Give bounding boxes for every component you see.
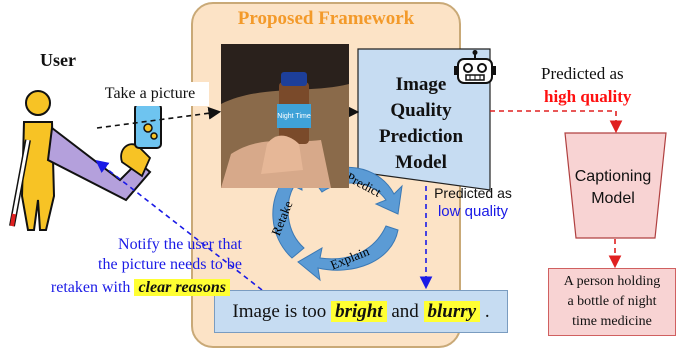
quality-model-box: [357, 48, 491, 191]
caption-line2: a bottle of night: [567, 294, 657, 309]
predicted-high-label: Predicted as: [541, 64, 624, 83]
captioning-line1: Captioning: [574, 168, 652, 185]
quality-model-line1: Image: [395, 74, 447, 95]
notify-highlight: clear reasons: [134, 279, 230, 296]
user-title: User: [40, 50, 76, 70]
high-quality-arrow: [490, 110, 623, 134]
captioning-model-label: Captioning Model: [567, 166, 659, 210]
explain-arrow: [297, 225, 399, 282]
notify-line1: Notify the user that: [118, 236, 242, 253]
notify-line2: the picture needs to be: [98, 256, 242, 273]
low-quality-label: low quality: [437, 203, 509, 220]
photo-content: Night Time: [221, 44, 349, 188]
feedback-word-blurry: blurry: [423, 301, 481, 322]
quality-model-line3: Prediction: [378, 126, 464, 147]
notify-user-arrow: [95, 160, 263, 291]
bottle-label: Night Time: [277, 113, 311, 120]
high-quality-label: high quality: [544, 87, 632, 106]
feedback-suffix: .: [484, 301, 490, 322]
caption-output-box: A person holding a bottle of night time …: [548, 268, 676, 336]
robot-icon: [454, 50, 496, 84]
notify-line3: retaken with clear reasons: [8, 279, 230, 297]
take-picture-arrow: [96, 106, 222, 129]
caption-line1: A person holding: [563, 274, 661, 289]
quality-model-label: Image Quality Prediction Model: [367, 72, 475, 176]
feedback-box: Image is too bright and blurry .: [214, 290, 508, 333]
captioning-line2: Model: [591, 190, 635, 207]
quality-model-line2: Quality: [390, 100, 452, 121]
feedback-word-bright: bright: [331, 301, 387, 322]
blind-user-icon: [20, 90, 152, 231]
notify-text: Notify the user that the picture needs t…: [26, 235, 242, 275]
quality-model-line4: Model: [395, 152, 447, 173]
framework-title: Proposed Framework: [237, 8, 415, 29]
captured-photo: Night Time: [221, 44, 349, 188]
captioning-model-box: [564, 132, 667, 239]
notify-line3-prefix: retaken with: [50, 279, 131, 296]
feedback-prefix: Image is too: [232, 301, 327, 322]
feedback-middle: and: [391, 301, 419, 322]
white-cane-icon: [9, 139, 31, 227]
smartphone-icon: [134, 103, 162, 149]
caption-line3: time medicine: [572, 314, 652, 329]
predicted-low-label: Predicted as: [434, 185, 512, 201]
take-picture-label: Take a picture: [91, 82, 209, 106]
